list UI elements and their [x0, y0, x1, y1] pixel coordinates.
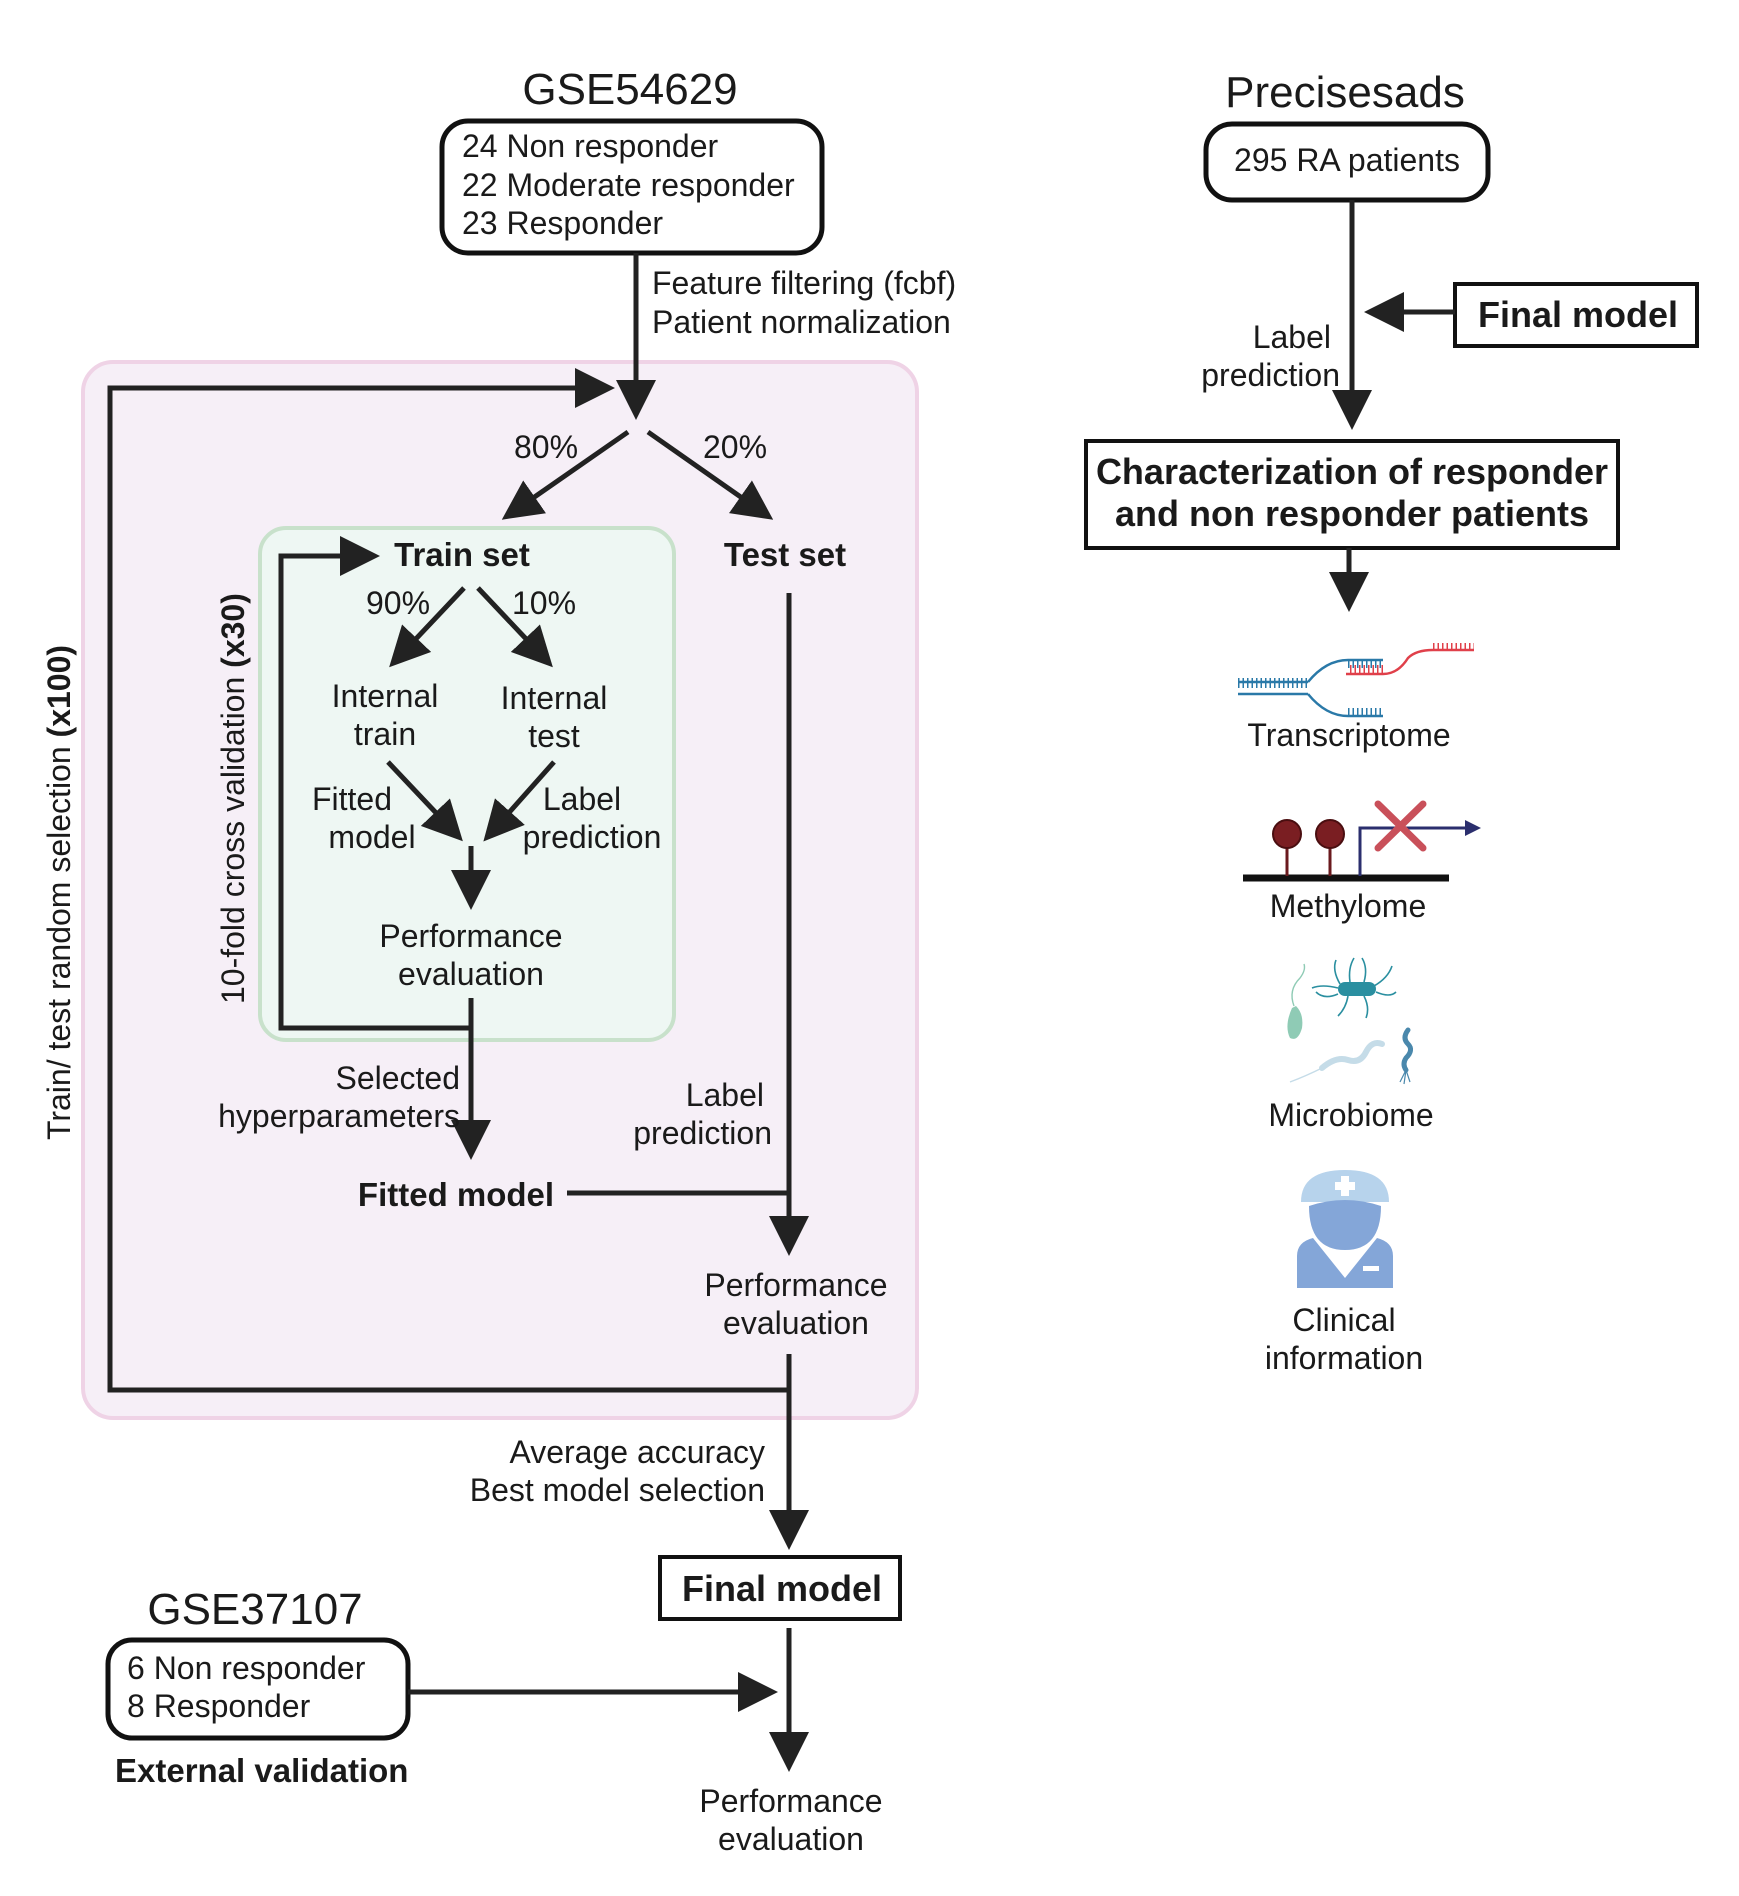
dataset-title: GSE54629: [522, 65, 737, 114]
selected-hyperparameters-label: hyperparameters: [218, 1098, 460, 1134]
characterization-label: Characterization of responder: [1096, 451, 1608, 492]
label-prediction-arrow: [483, 760, 556, 842]
inner-split-test-pct: 10%: [512, 585, 576, 621]
inner-split-train-arrow: [389, 586, 466, 668]
preprocess-step: Patient normalization: [652, 304, 951, 340]
outer-label-prediction-label: Label: [686, 1077, 764, 1113]
inner-fitted-model-label: model: [328, 819, 415, 855]
inner-fitted-model-label: Fitted: [312, 781, 392, 817]
test-set-label: Test set: [724, 536, 846, 573]
aggregation-label: Average accuracy: [509, 1434, 765, 1470]
inner-loop-line: [278, 536, 471, 1031]
internal-test-label: Internal: [501, 680, 608, 716]
fitted-model-label: Fitted model: [358, 1176, 554, 1213]
omics-label-clinical: information: [1265, 1340, 1423, 1376]
final-performance-label: evaluation: [718, 1821, 864, 1857]
inner-cv-box: [258, 526, 676, 1042]
bacteria-icon: [1287, 957, 1414, 1085]
omics-label-methylome: Methylome: [1270, 888, 1427, 924]
inner-split-train-pct: 90%: [366, 585, 430, 621]
inner-loop-label: 10-fold cross validation (x30): [215, 593, 251, 1004]
dataset-group: 23 Responder: [462, 205, 663, 241]
characterization-label: and non responder patients: [1115, 493, 1589, 534]
aggregation-label: Best model selection: [470, 1472, 765, 1508]
final-model-box: [658, 1555, 902, 1621]
outer-loop-line: [107, 368, 789, 1393]
train-set-label: Train set: [394, 536, 530, 573]
outer-loop-label: Train/ test random selection (x100): [41, 645, 77, 1140]
outer-label-prediction-label: prediction: [633, 1115, 772, 1151]
right-label-prediction-label: prediction: [1201, 357, 1340, 393]
omics-label-clinical: Clinical: [1292, 1302, 1395, 1338]
validation-group: 8 Responder: [127, 1688, 311, 1724]
internal-train-label: train: [354, 716, 416, 752]
validation-group: 6 Non responder: [127, 1650, 366, 1686]
inner-performance-label: Performance: [379, 918, 562, 954]
inner-performance-label: evaluation: [398, 956, 544, 992]
right-final-model-box: [1453, 282, 1699, 348]
split-train-pct: 80%: [514, 429, 578, 465]
selected-hyperparameters-label: Selected: [335, 1060, 460, 1096]
characterization-box: [1084, 439, 1620, 550]
right-final-model-label: Final model: [1478, 294, 1678, 335]
omics-label-microbiome: Microbiome: [1268, 1097, 1433, 1133]
inner-label-prediction-label: prediction: [523, 819, 662, 855]
methylation-icon: [1243, 800, 1481, 882]
inner-label-prediction-label: Label: [543, 781, 621, 817]
dataset-group: 24 Non responder: [462, 128, 719, 164]
dataset-group: 22 Moderate responder: [462, 167, 795, 203]
split-test-pct: 20%: [703, 429, 767, 465]
internal-train-label: Internal: [332, 678, 439, 714]
omics-label-transcriptome: Transcriptome: [1247, 717, 1450, 753]
validation-box: [105, 1637, 411, 1741]
right-label-prediction-label: Label: [1253, 319, 1331, 355]
validation-title: GSE37107: [147, 1585, 362, 1634]
cohort-title: Precisesads: [1225, 68, 1465, 117]
inner-split-test-arrow: [476, 586, 553, 668]
validation-caption: External validation: [115, 1752, 408, 1789]
cohort-box: [1203, 121, 1491, 203]
fitted-model-arrow: [386, 760, 463, 842]
cohort-box-label: 295 RA patients: [1234, 142, 1460, 178]
dna-transcription-icon: [1238, 643, 1474, 718]
split-train-arrow: [501, 429, 630, 520]
final-model-label: Final model: [682, 1568, 882, 1609]
final-performance-label: Performance: [699, 1783, 882, 1819]
clinician-icon: [1297, 1170, 1393, 1288]
outer-performance-label: evaluation: [723, 1305, 869, 1341]
dataset-box: [439, 118, 825, 256]
outer-performance-label: Performance: [704, 1267, 887, 1303]
internal-test-label: test: [528, 718, 580, 754]
preprocess-step: Feature filtering (fcbf): [652, 265, 956, 301]
split-test-arrow: [646, 429, 774, 520]
